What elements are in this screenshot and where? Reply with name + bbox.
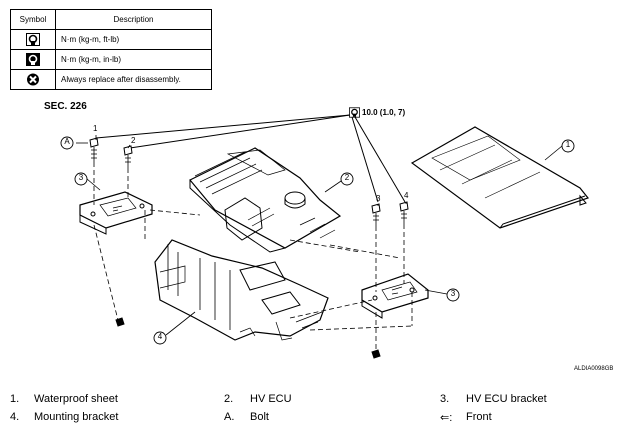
nut	[115, 317, 125, 327]
alignment-lines	[93, 162, 413, 352]
torque-value: 10.0 (1.0, 7)	[362, 108, 406, 117]
part-number: 3.	[440, 393, 450, 405]
exploded-view-diagram	[60, 114, 590, 359]
part-number: ⇐:	[440, 412, 453, 424]
torque-icon	[26, 53, 40, 66]
legend-header-row: Symbol Description	[10, 9, 212, 30]
callout-label: 2	[131, 136, 136, 145]
hv-ecu	[189, 147, 342, 253]
part-name: Waterproof sheet	[34, 393, 118, 405]
part-name: Mounting bracket	[34, 411, 119, 423]
part-name: HV ECU bracket	[466, 393, 547, 405]
section-code: SEC. 226	[44, 101, 87, 112]
hv-ecu-bracket-left	[79, 191, 153, 235]
callout-label: 3	[78, 173, 84, 182]
figure-id: ALDIA0098GB	[574, 366, 614, 372]
callout-label: 3	[450, 289, 456, 298]
bolt	[371, 203, 381, 226]
callout-label: 4	[157, 332, 163, 341]
nut	[371, 349, 381, 359]
torque-leader-lines	[95, 114, 406, 203]
mounting-bracket	[154, 239, 329, 341]
callout-leaders	[76, 135, 563, 336]
torque-icon	[26, 33, 40, 46]
part-number: 4.	[10, 411, 20, 423]
part-name: HV ECU	[250, 393, 292, 405]
part-name: Front	[466, 411, 492, 423]
callout-label: A	[64, 137, 70, 146]
waterproof-sheet	[410, 126, 590, 229]
callout-label: 2	[344, 173, 350, 182]
bolt	[123, 145, 133, 168]
symbol-legend-table: Symbol Description N·m (kg-m, ft-lb) N·m…	[10, 9, 212, 90]
part-number: 2.	[224, 393, 234, 405]
legend-row: Always replace after disassembly.	[10, 69, 212, 90]
legend-row: N·m (kg-m, ft-lb)	[10, 29, 212, 50]
part-name: Bolt	[250, 411, 269, 423]
part-number: A.	[224, 411, 235, 423]
torque-icon	[349, 107, 360, 118]
bolt	[89, 137, 99, 162]
callout-label: 1	[93, 124, 98, 133]
replace-icon	[27, 73, 39, 86]
legend-description: Always replace after disassembly.	[55, 69, 212, 90]
torque-spec: 10.0 (1.0, 7)	[349, 107, 405, 118]
callout-circles	[60, 136, 575, 345]
hv-ecu-bracket-right	[361, 273, 429, 319]
part-number: 1.	[10, 393, 20, 405]
callout-label: 3	[376, 194, 381, 203]
callout-label: 4	[404, 191, 409, 200]
bolt	[399, 201, 409, 224]
callout-label: 1	[565, 140, 571, 149]
